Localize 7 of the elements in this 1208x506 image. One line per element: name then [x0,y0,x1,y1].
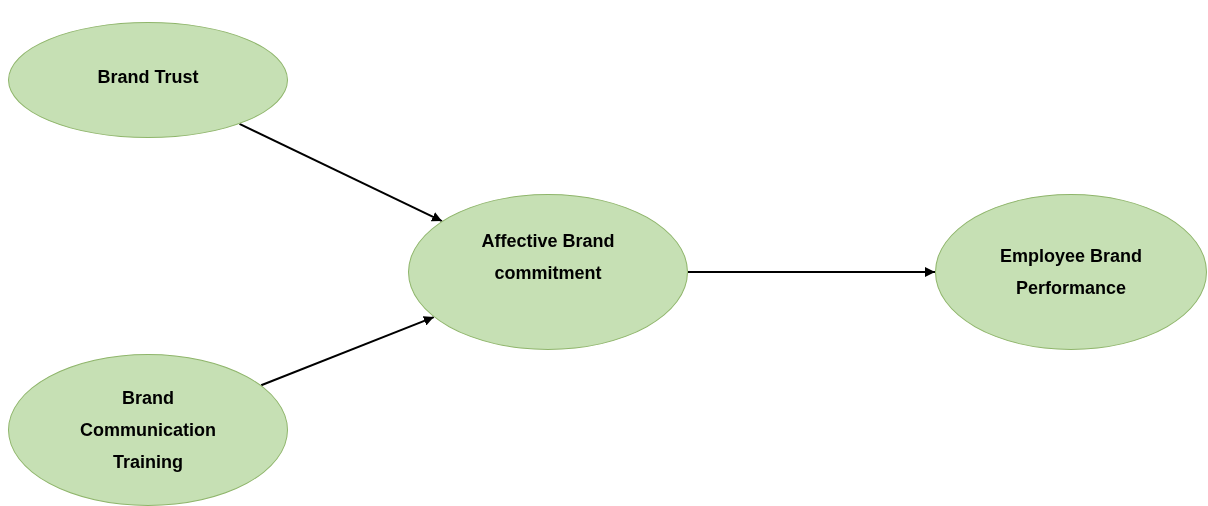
node-label: Affective Brand commitment [480,230,616,285]
arrow [687,267,936,277]
arrow [260,316,435,387]
node-label: Employee Brand Performance [998,245,1143,300]
node-label: Brand Communication Training [79,387,217,474]
arrow [238,122,443,223]
node-label: Brand Trust [96,66,200,89]
